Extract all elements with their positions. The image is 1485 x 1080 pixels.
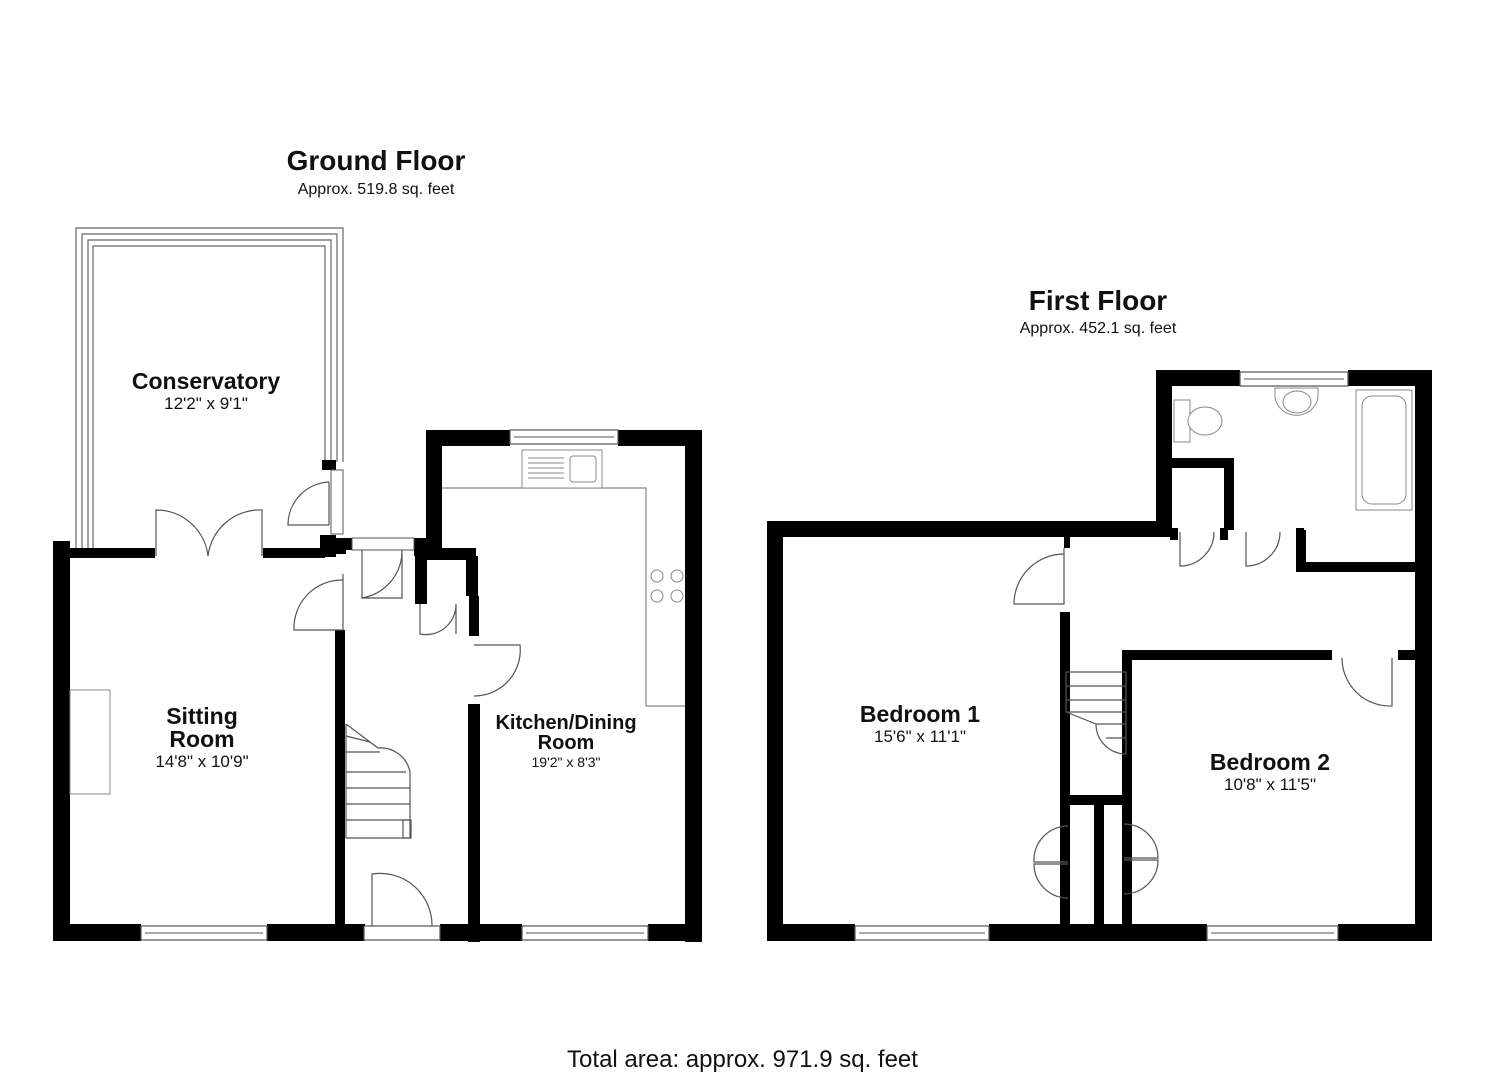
ground-floor-area: Approx. 519.8 sq. feet (297, 181, 455, 198)
sitting-room-name-line1: Sitting (166, 703, 238, 729)
bedroom1-dims: 15'6" x 11'1" (874, 727, 966, 746)
kitchen-name-line2: Room (537, 732, 595, 754)
first-floor-area: Approx. 452.1 sq. feet (1019, 320, 1177, 337)
first-floor-plan (767, 370, 1432, 941)
ground-floor-title: Ground Floor (286, 145, 466, 176)
bedroom2-dims: 10'8" x 11'5" (1224, 775, 1316, 794)
kitchen-walls (426, 430, 702, 942)
conservatory-label: Conservatory 12'2" x 9'1" (96, 368, 316, 413)
conservatory-dims: 12'2" x 9'1" (164, 394, 248, 413)
ground-floor-plan (53, 227, 702, 942)
sitting-room-dims: 14'8" x 10'9" (155, 752, 249, 771)
bedroom1-name: Bedroom 1 (859, 701, 981, 727)
bedroom2-name: Bedroom 2 (1209, 749, 1331, 775)
kitchen-label: Kitchen/Dining Room 19'2" x 8'3" (476, 713, 656, 769)
sitting-room-label: Sitting Room 14'8" x 10'9" (92, 703, 312, 771)
ground-stairs (345, 723, 412, 839)
conservatory-frame (75, 227, 344, 548)
sitting-room-name-line2: Room (169, 726, 235, 752)
kitchen-name-line1: Kitchen/Dining (495, 712, 637, 734)
kitchen-dims: 19'2" x 8'3" (531, 754, 601, 770)
sitting-room-walls (53, 535, 365, 941)
first-floor-walls (767, 370, 1432, 941)
bedroom2-label: Bedroom 2 10'8" x 11'5" (1160, 749, 1380, 794)
first-floor-title: First Floor (1028, 285, 1168, 316)
total-area: Total area: approx. 971.9 sq. feet (567, 1046, 918, 1073)
conservatory-name: Conservatory (131, 368, 281, 394)
bedroom1-label: Bedroom 1 15'6" x 11'1" (810, 701, 1030, 746)
